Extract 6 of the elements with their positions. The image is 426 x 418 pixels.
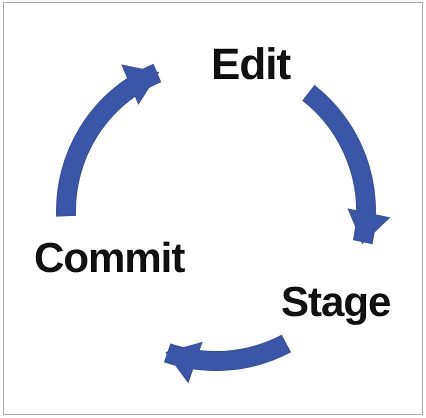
- arrow: [302, 85, 389, 244]
- step-label: Edit: [211, 43, 290, 87]
- step-label: Stage: [281, 281, 390, 323]
- arrow: [164, 334, 291, 382]
- step-label: Commit: [34, 237, 184, 279]
- arrow: [56, 64, 162, 216]
